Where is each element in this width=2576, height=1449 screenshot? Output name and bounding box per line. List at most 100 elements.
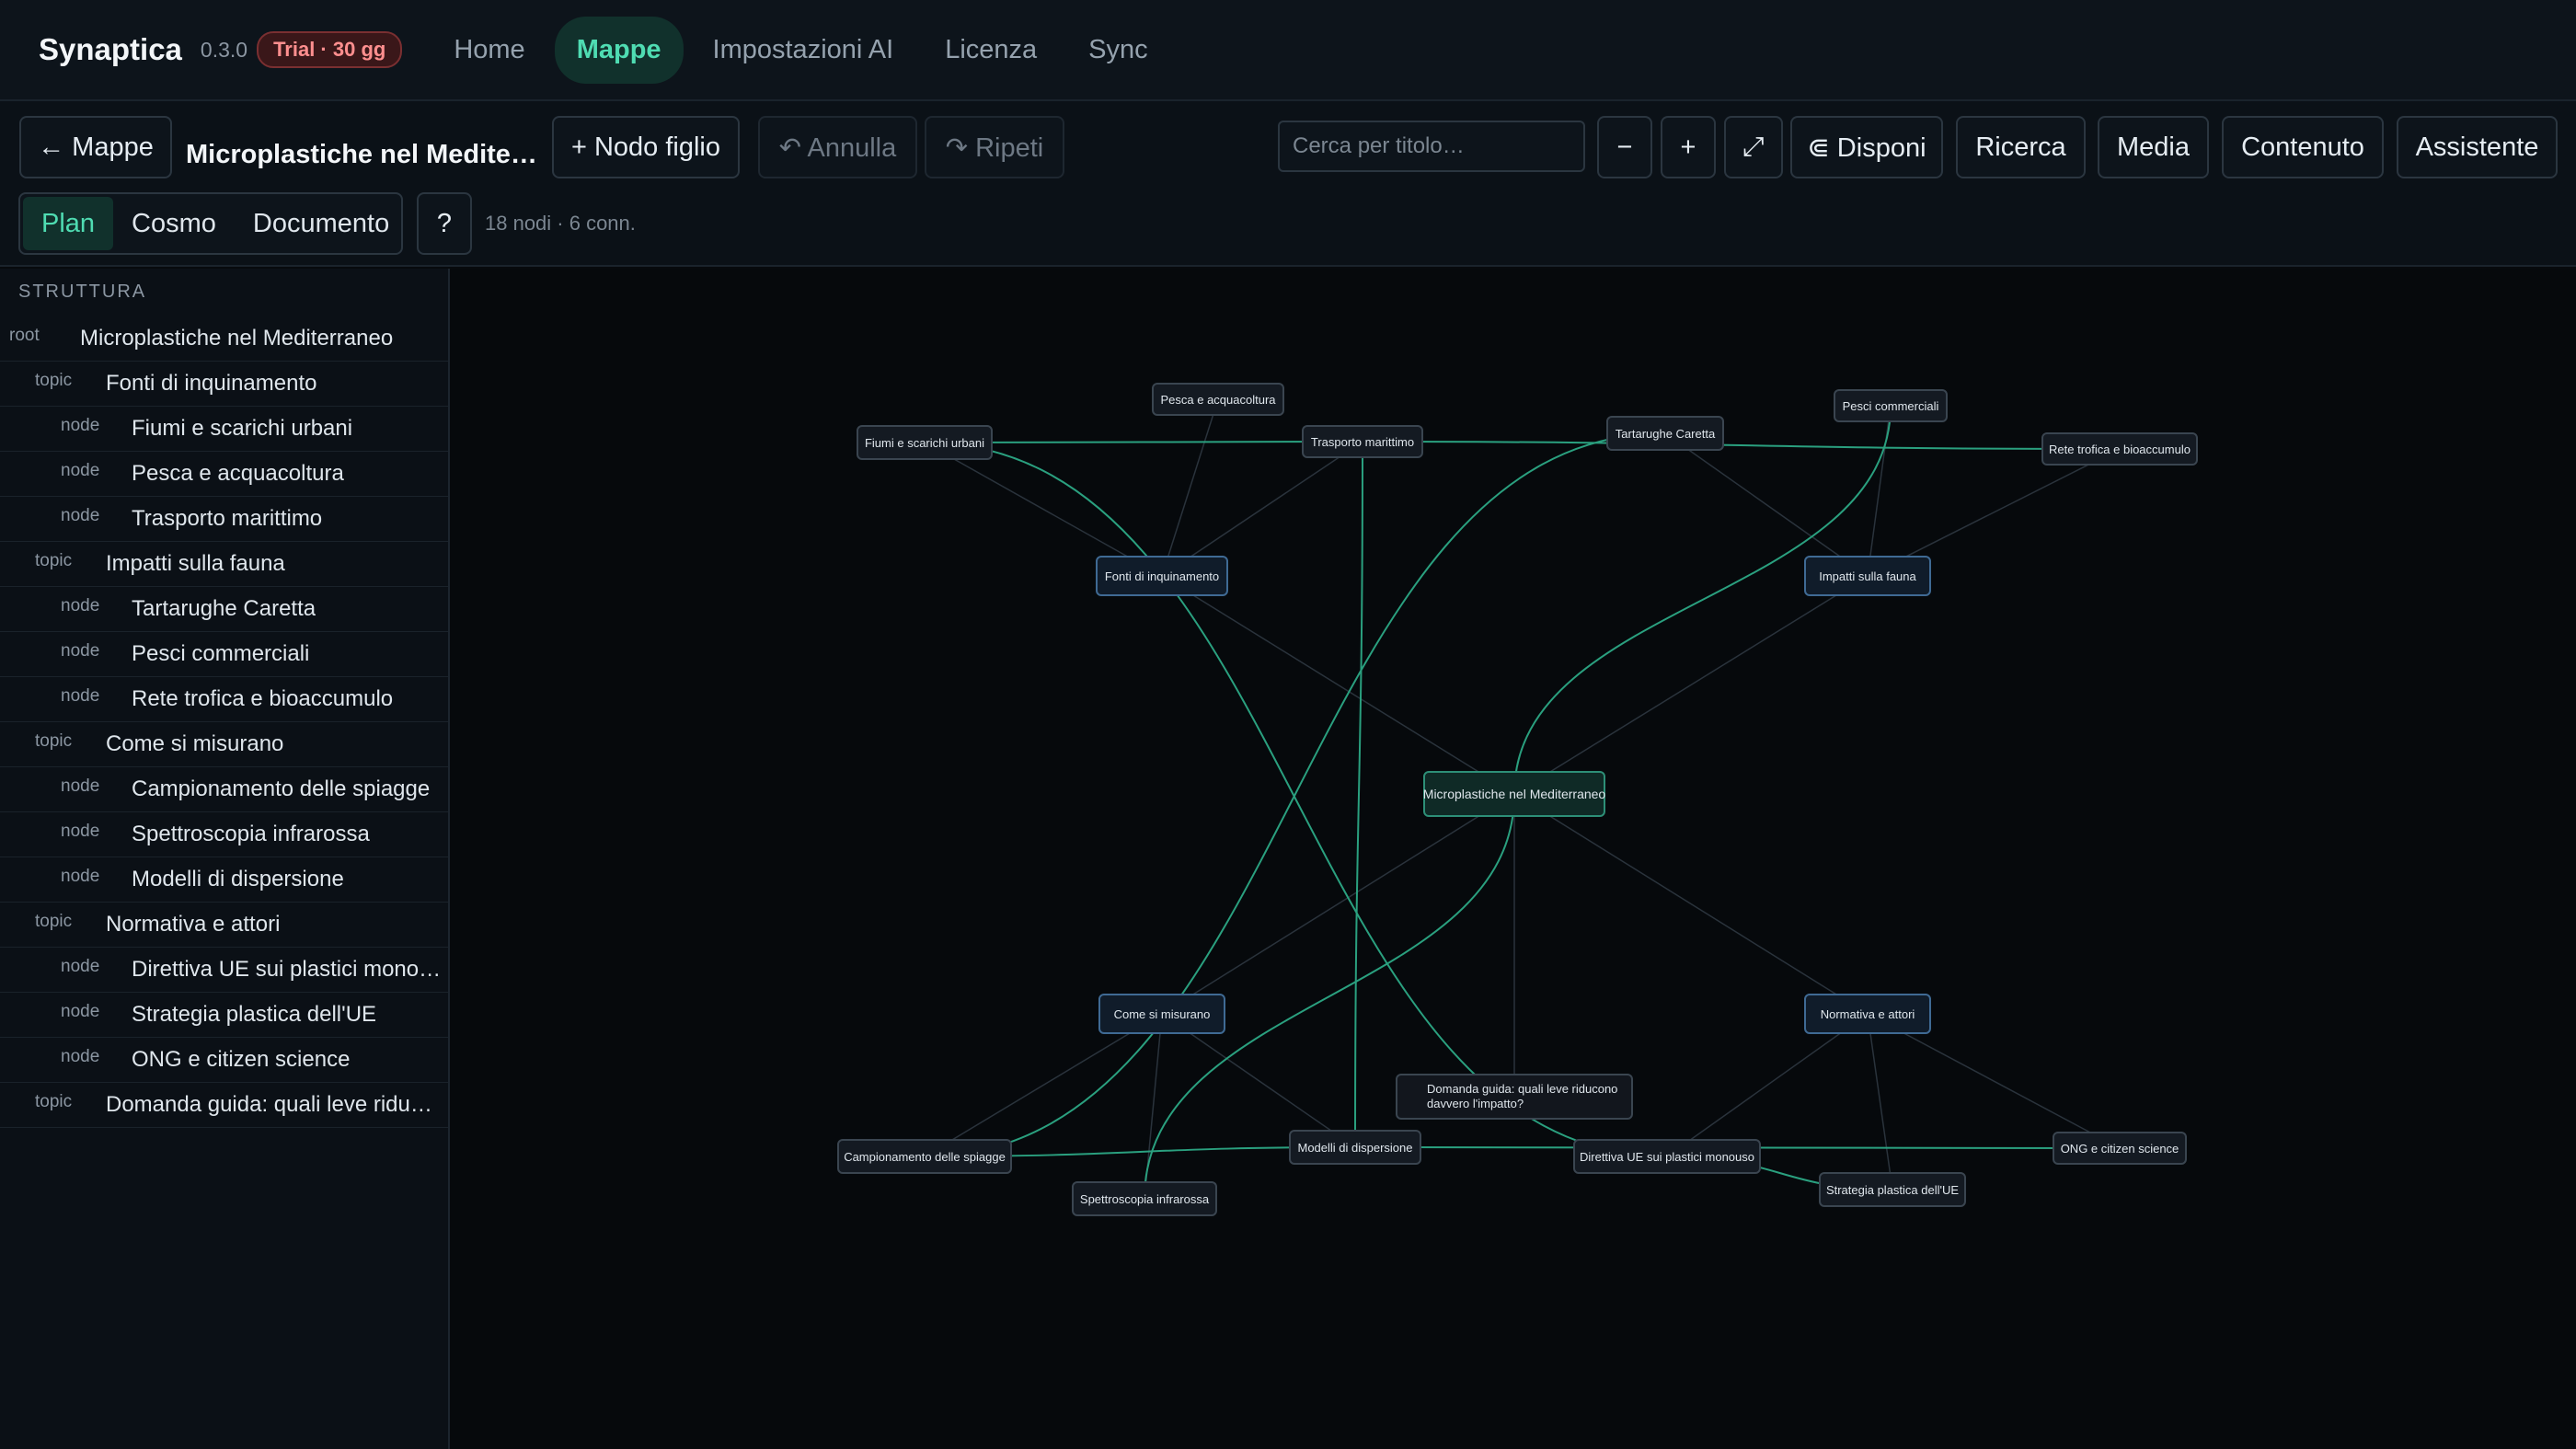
nav-license[interactable]: Licenza [945,34,1038,64]
map-node-strategia[interactable]: Strategia plastica dell'UE [1819,1172,1966,1207]
map-node-fiumi[interactable]: Fiumi e scarichi urbani [857,425,993,460]
map-node-tartarughe[interactable]: Tartarughe Caretta [1606,416,1724,451]
map-node-domanda[interactable]: Domanda guida: quali leve riducono davve… [1396,1074,1633,1120]
arrange-button[interactable]: ⋐ Disponi [1790,116,1943,178]
tree-item-type: node [61,416,100,435]
connection-edge-trasporto-rete[interactable] [1362,441,2121,450]
hierarchy-edge-impatti-pesci [1867,405,1892,577]
tab-plan[interactable]: Plan [23,197,114,250]
connection-edge-spettroscopia-root[interactable] [1144,793,1515,1200]
tree-item-label: Modelli di dispersione [132,867,344,891]
undo-button[interactable]: ↶ Annulla [758,116,917,178]
map-node-fonti[interactable]: Fonti di inquinamento [1096,556,1228,596]
research-button[interactable]: Ricerca [1956,116,2086,178]
hierarchy-edge-misurano-campionamento [924,1013,1163,1157]
tab-documento[interactable]: Documento [252,209,390,238]
map-node-modelli[interactable]: Modelli di dispersione [1289,1130,1421,1165]
hierarchy-edge-impatti-tartarughe [1664,432,1869,577]
trial-badge[interactable]: Trial · 30 gg [257,31,403,68]
tree-item-label: Pesci commerciali [132,641,310,666]
connection-edge-fiumi-trasporto[interactable] [924,441,1363,443]
hierarchy-edge-root-impatti [1513,575,1869,795]
tab-cosmo[interactable]: Cosmo [132,209,216,238]
tree-item-type: topic [35,1092,73,1111]
app-version: 0.3.0 [200,37,248,62]
nav-home[interactable]: Home [454,34,525,64]
map-node-spettroscopia[interactable]: Spettroscopia infrarossa [1072,1181,1217,1216]
map-node-rete[interactable]: Rete trofica e bioaccumulo [2041,432,2198,466]
tree-item-label: Normativa e attori [106,912,281,937]
tree-item-node[interactable]: node Tartarughe Caretta [0,587,448,632]
tree-item-label: Strategia plastica dell'UE [132,1002,377,1027]
tree-item-type: node [61,822,100,841]
tree-item-node[interactable]: node Pesci commerciali [0,632,448,677]
map-node-root[interactable]: Microplastiche nel Mediterraneo [1423,771,1605,817]
tree-item-type: topic [35,551,73,570]
map-node-direttiva[interactable]: Direttiva UE sui plastici monouso [1573,1139,1761,1174]
search-input[interactable] [1278,121,1585,172]
tree-item-label: Fonti di inquinamento [106,371,317,396]
map-node-pesci[interactable]: Pesci commerciali [1834,389,1948,422]
back-to-maps-button[interactable]: ← Mappe [19,116,172,178]
connection-edge-campionamento-tartarughe[interactable] [924,432,1666,1157]
nav-sync[interactable]: Sync [1088,34,1148,64]
tree-item-type: node [61,506,100,525]
zoom-in-button[interactable]: + [1661,116,1716,178]
connection-edge-root-pesci[interactable] [1513,405,1892,795]
hierarchy-edge-fonti-fiumi [924,442,1163,577]
tree-item-type: node [61,461,100,480]
hierarchy-edge-root-misurano [1161,793,1515,1015]
graph-stats: 18 nodi · 6 conn. [485,212,636,235]
top-navigation: Synaptica 0.3.0 Trial · 30 gg Home Mappe… [0,0,2576,101]
map-node-normativa[interactable]: Normativa e attori [1804,994,1931,1034]
hierarchy-edge-root-fonti [1161,575,1515,795]
map-node-pesca[interactable]: Pesca e acquacoltura [1152,383,1284,416]
map-node-impatti[interactable]: Impatti sulla fauna [1804,556,1931,596]
map-node-trasporto[interactable]: Trasporto marittimo [1302,425,1423,458]
tree-item-type: node [61,1047,100,1066]
connection-edge-trasporto-modelli[interactable] [1354,441,1363,1148]
zoom-out-button[interactable]: − [1597,116,1652,178]
redo-button[interactable]: ↷ Ripeti [925,116,1064,178]
map-node-ong[interactable]: ONG e citizen science [2053,1132,2187,1165]
hierarchy-edge-normativa-ong [1867,1013,2121,1149]
content-button[interactable]: Contenuto [2222,116,2384,178]
tree-item-type: node [61,641,100,661]
tree-item-label: Come si misurano [106,731,284,756]
help-button[interactable]: ? [417,192,472,255]
map-toolbar: ← Mappe Microplastiche nel Mediterraneo … [0,101,2576,267]
tree-item-type: root [9,326,40,345]
fit-view-button[interactable]: ⤢ [1724,116,1783,178]
map-node-campionamento[interactable]: Campionamento delle spiagge [837,1139,1012,1174]
nav-maps[interactable]: Mappe [554,16,684,84]
view-mode-switcher: Plan Cosmo Documento [18,192,403,255]
hierarchy-edge-misurano-modelli [1161,1013,1356,1148]
add-child-node-button[interactable]: + Nodo figlio [552,116,740,178]
tree-item-label: Direttiva UE sui plastici monouso [132,957,444,982]
tree-item-label: Campionamento delle spiagge [132,776,431,801]
media-button[interactable]: Media [2098,116,2209,178]
tree-item-type: node [61,596,100,615]
nav-ai-settings[interactable]: Impostazioni AI [712,34,894,64]
map-node-misurano[interactable]: Come si misurano [1098,994,1225,1034]
tree-item-label: Tartarughe Caretta [132,596,316,621]
assistant-button[interactable]: Assistente [2397,116,2558,178]
app-name: Synaptica [39,32,182,66]
